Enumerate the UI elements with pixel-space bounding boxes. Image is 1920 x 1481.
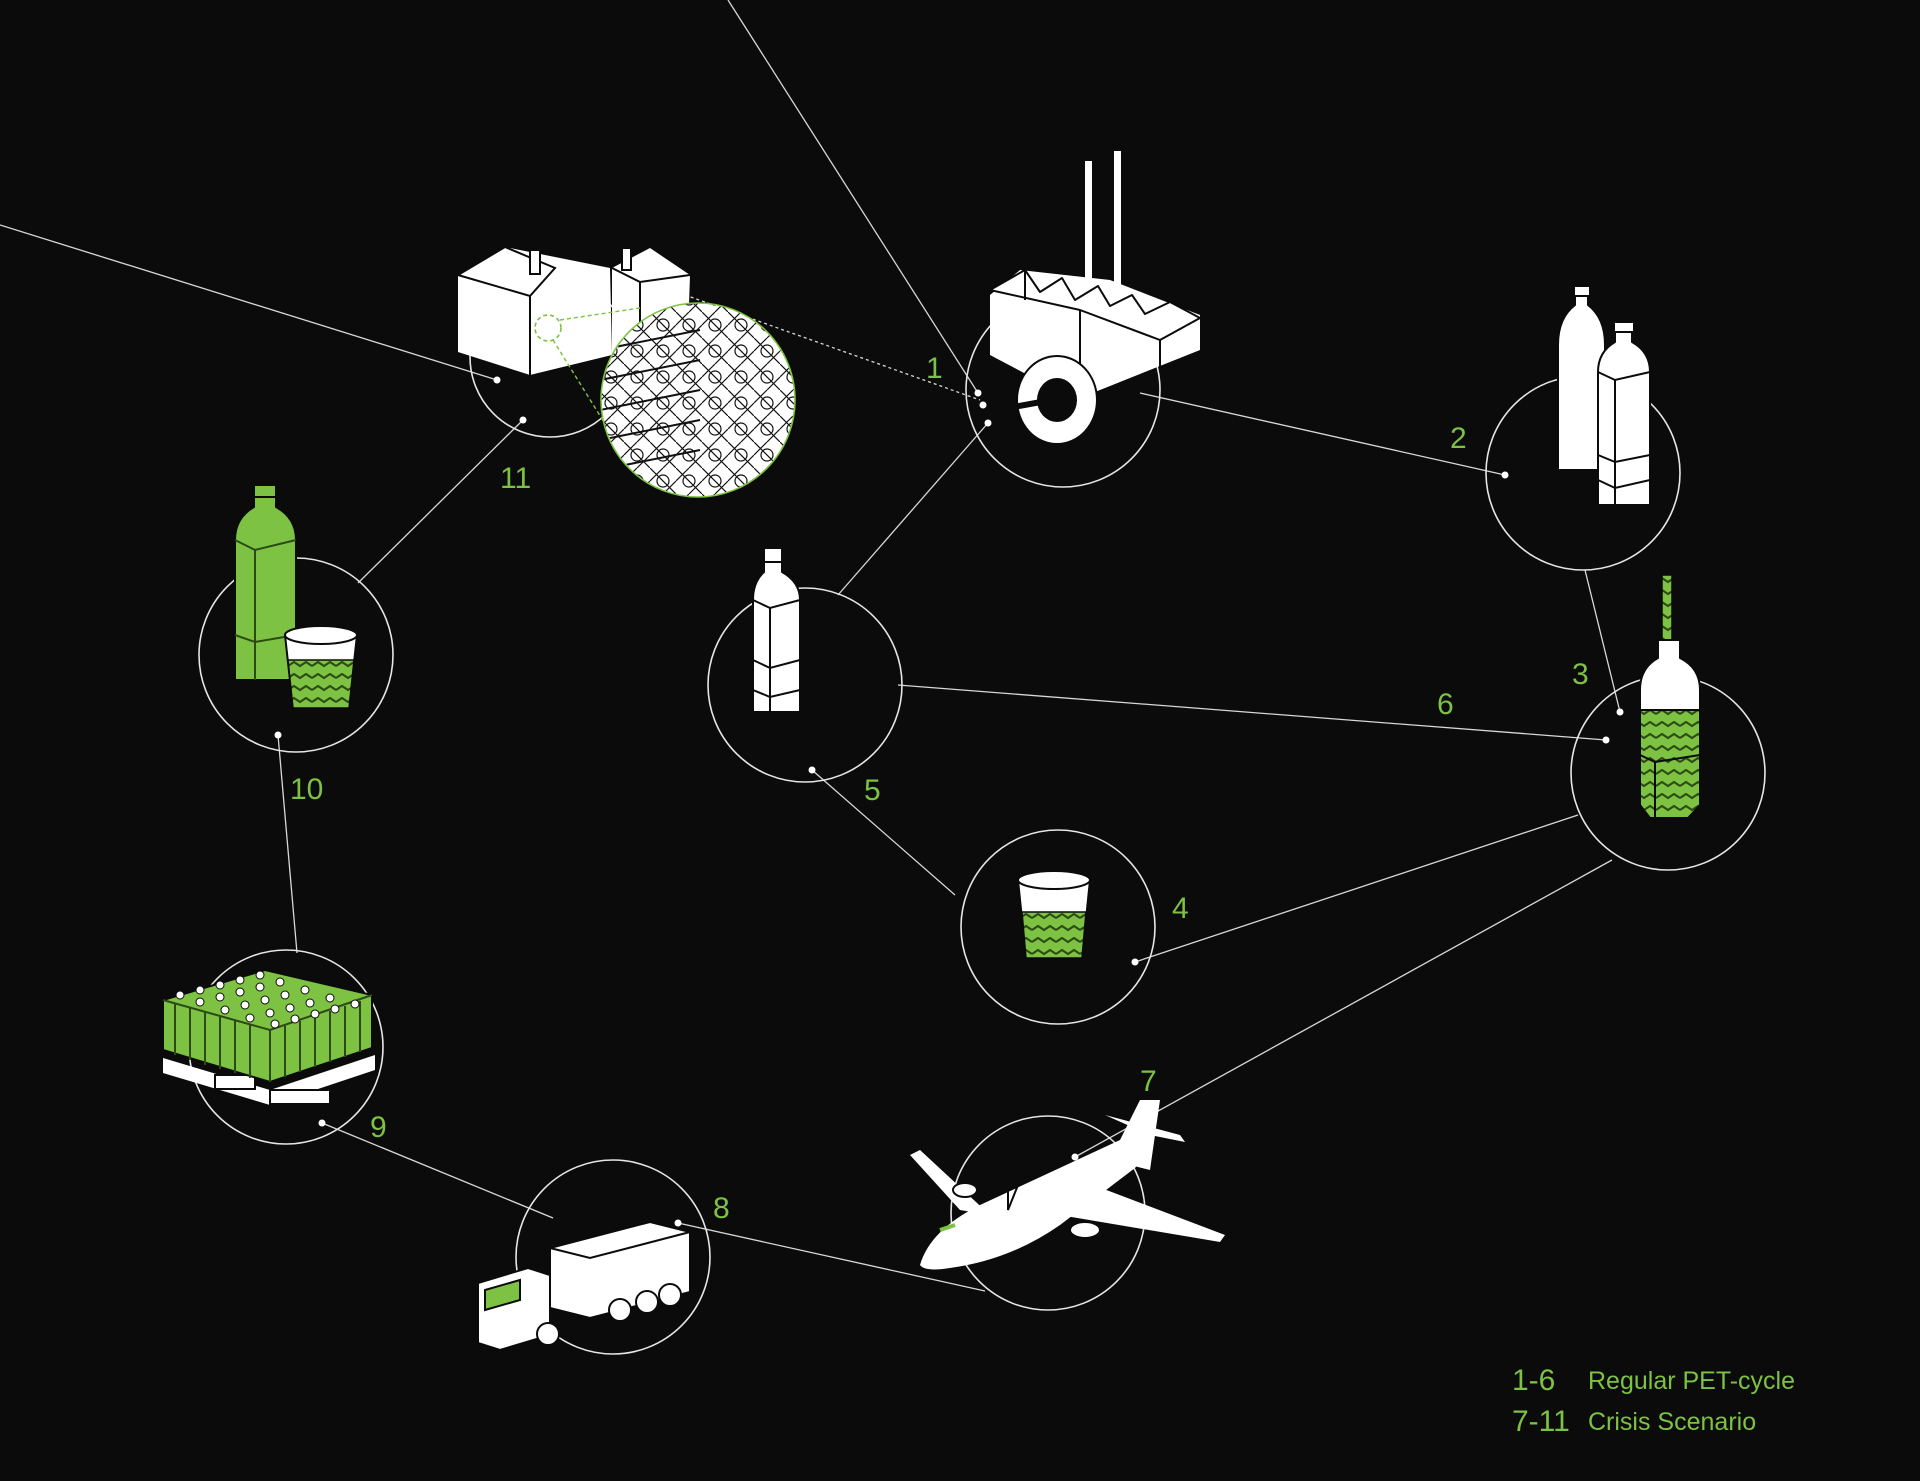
label-5: 5 — [864, 774, 881, 807]
node-labels: 1 2 3 4 5 6 7 8 9 10 11 — [290, 352, 1589, 1225]
legend: 1-6 Regular PET-cycle 7-11 Crisis Scenar… — [1512, 1364, 1795, 1438]
empty-bottle-icon — [752, 547, 801, 713]
label-10: 10 — [290, 773, 323, 806]
label-3: 3 — [1572, 658, 1589, 691]
airplane-icon — [910, 1100, 1225, 1270]
bottle-and-cup-icon — [234, 484, 359, 709]
line-external-left — [0, 224, 498, 381]
line-3-4 — [1134, 814, 1579, 963]
legend-text-regular: Regular PET-cycle — [1588, 1367, 1795, 1395]
label-9: 9 — [370, 1111, 387, 1144]
line-4-5 — [811, 769, 956, 896]
bottle-pallet-icon — [162, 968, 375, 1105]
filling-bottle-icon — [1639, 574, 1701, 819]
line-8-9 — [321, 1122, 554, 1219]
pet-bottles-icon — [1557, 285, 1651, 506]
line-10-11 — [357, 419, 524, 584]
zoom-leader-upper — [684, 294, 981, 401]
zoom-detail-circle — [600, 302, 796, 498]
line-external-top — [727, 0, 979, 394]
label-4: 4 — [1172, 892, 1189, 925]
ring-5 — [707, 587, 903, 783]
line-7-8 — [677, 1222, 986, 1292]
label-1: 1 — [926, 352, 943, 385]
ring-4 — [960, 829, 1156, 1025]
label-2: 2 — [1450, 422, 1467, 455]
legend-key-regular: 1-6 — [1512, 1364, 1555, 1397]
line-9-10 — [277, 734, 298, 954]
anchor-dots — [274, 376, 1624, 1227]
label-8: 8 — [713, 1192, 730, 1225]
bottle-house-icon — [455, 245, 796, 498]
line-3-7 — [1074, 859, 1613, 1158]
water-cup-icon — [1016, 870, 1092, 959]
line-6 — [897, 684, 1607, 741]
connection-lines — [0, 0, 1621, 1292]
line-5-1 — [837, 422, 989, 596]
label-7: 7 — [1140, 1065, 1157, 1098]
line-2-3 — [1584, 569, 1621, 713]
label-11: 11 — [500, 462, 531, 495]
ring-8 — [515, 1159, 711, 1355]
factory-icon — [989, 149, 1201, 445]
legend-key-crisis: 7-11 — [1512, 1405, 1570, 1438]
line-1-2 — [1139, 392, 1506, 476]
label-6: 6 — [1437, 688, 1454, 721]
truck-icon — [477, 1220, 691, 1352]
legend-text-crisis: Crisis Scenario — [1588, 1408, 1756, 1436]
